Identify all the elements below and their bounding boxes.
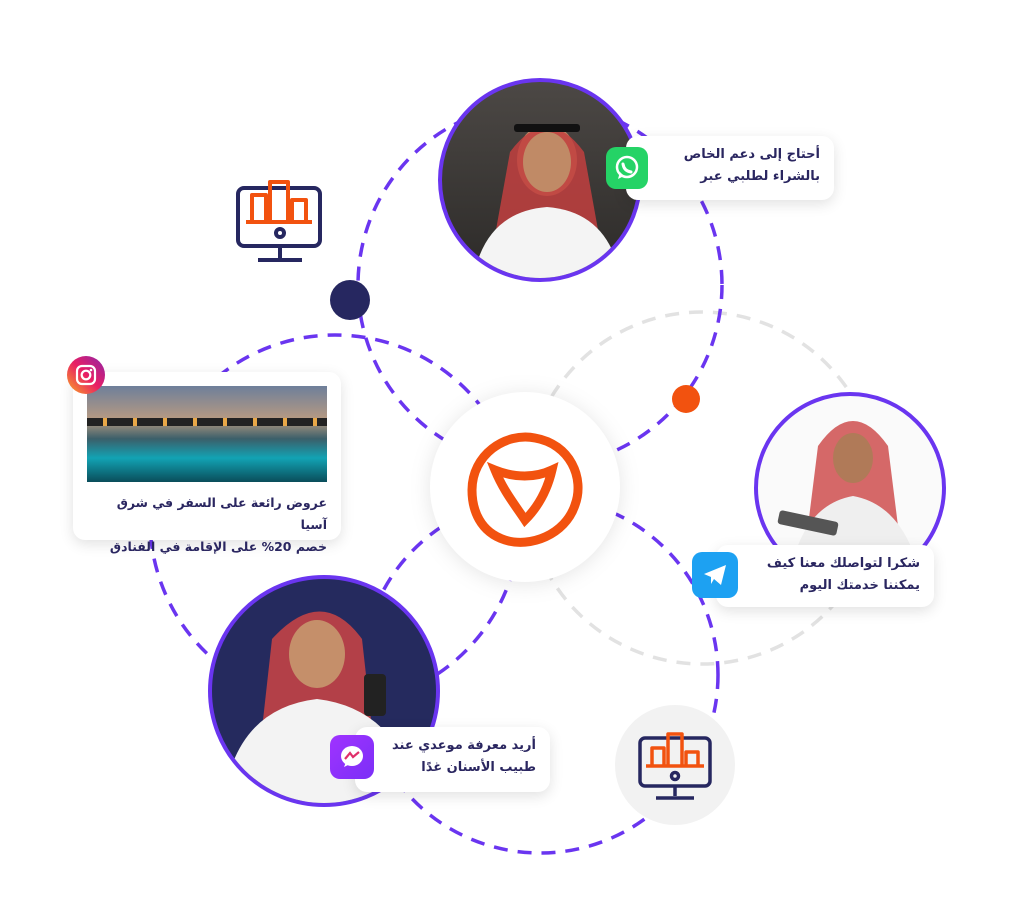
instagram-post-card: عروض رائعة على السفر في شرق آسيا خصم 20%…: [73, 372, 341, 554]
monitor-chart-icon: [638, 732, 712, 800]
navy-dot: [330, 280, 370, 320]
resort-photo: [87, 386, 327, 482]
monitor-chart-icon: [236, 180, 322, 262]
top-dashed-ring: [356, 101, 724, 469]
whatsapp-message-bubble: أحتاج إلى دعم الخاص بالشراء لطلبي عبر: [626, 136, 834, 200]
messenger-icon: [330, 735, 374, 779]
brand-logo-icon: [467, 432, 583, 547]
whatsapp-icon: [606, 147, 648, 189]
instagram-icon: [67, 356, 105, 394]
orange-dot: [672, 385, 700, 413]
telegram-message-bubble: شكرا لتواصلك معنا كيف يمكننا خدمتك اليوم: [716, 545, 934, 607]
telegram-icon: [692, 552, 738, 598]
messenger-message-bubble: أريد معرفة موعدي عند طبيب الأسنان غدًا: [355, 727, 550, 792]
logo-circle: [430, 392, 620, 582]
